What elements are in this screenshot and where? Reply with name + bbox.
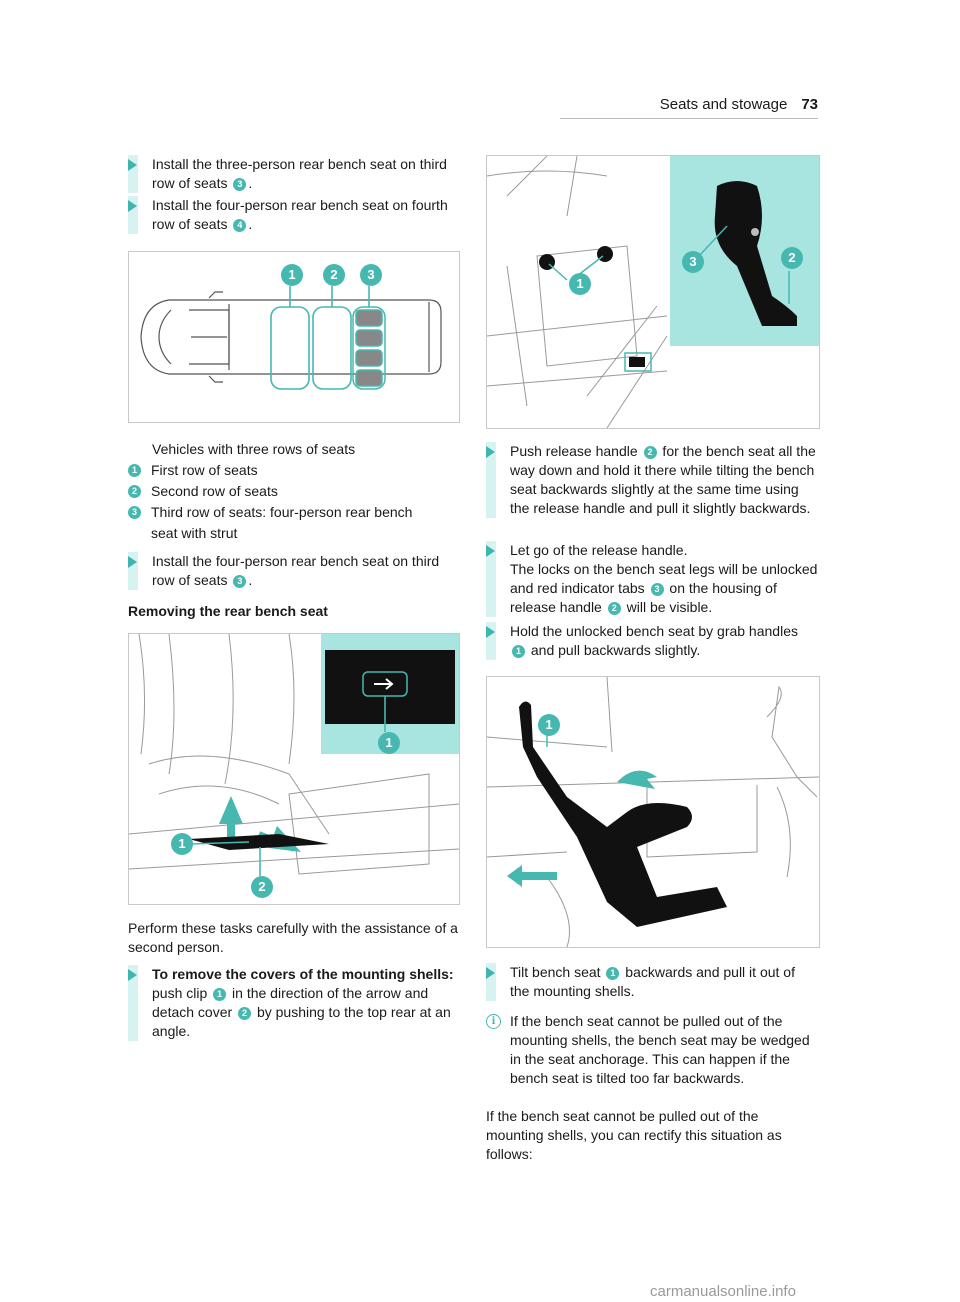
figure-callout: 2 <box>323 264 345 286</box>
figure-callout: 1 <box>569 273 591 295</box>
figure-callout: 1 <box>538 714 560 736</box>
page-number: 73 <box>801 96 818 113</box>
step-let-go: Let go of the release handle. The locks … <box>486 541 818 617</box>
step-triangle-icon <box>128 200 137 212</box>
step-text: Install the four-person rear bench seat … <box>152 197 448 232</box>
footer-watermark: carmanualsonline.info <box>650 1283 796 1300</box>
step-triangle-icon <box>486 446 495 458</box>
paragraph-final: If the bench seat cannot be pulled out o… <box>486 1108 782 1162</box>
info-note-icon: i <box>486 1014 501 1029</box>
tilt-bench-seat-illustration <box>487 677 819 947</box>
callout-badge: 3 <box>233 178 247 191</box>
figure-van-top-view: 1 2 3 <box>128 251 460 423</box>
step-hold-bench-seat: Hold the unlocked bench seat by grab han… <box>486 622 818 660</box>
step-install-three-person: Install the three-person rear bench seat… <box>128 155 458 193</box>
step-triangle-icon <box>486 545 495 557</box>
section-title: Seats and stowage <box>659 96 788 113</box>
step-triangle-icon <box>128 159 137 171</box>
callout-badge: 2 <box>238 1007 252 1020</box>
step-text: Install the three-person rear bench seat… <box>152 156 447 191</box>
figure-callout: 1 <box>171 833 193 855</box>
step-triangle-icon <box>486 626 495 638</box>
release-handle-illustration <box>487 156 819 428</box>
figure-callout: 2 <box>251 876 273 898</box>
mounting-shell-illustration <box>129 634 459 876</box>
figure-callout: 1 <box>378 732 400 754</box>
legend-caption: Vehicles with three rows of seats <box>152 441 356 457</box>
step-install-four-person: Install the four-person rear bench seat … <box>128 196 458 234</box>
callout-badge: 1 <box>213 988 227 1001</box>
paragraph-perform: Perform these tasks carefully with the a… <box>128 920 458 955</box>
van-top-view-illustration <box>140 286 442 390</box>
section-heading: Removing the rear bench seat <box>128 603 328 619</box>
note-text: If the bench seat cannot be pulled out o… <box>510 1013 810 1086</box>
figure-callout: 3 <box>360 264 382 286</box>
info-note: i If the bench seat cannot be pulled out… <box>486 1012 818 1088</box>
step-remove-covers: To remove the covers of the mounting she… <box>128 965 458 1041</box>
figure-callout: 1 <box>281 264 303 286</box>
step-triangle-icon <box>128 969 137 981</box>
figure-callout: 2 <box>781 247 803 269</box>
callout-badge: 3 <box>650 583 664 596</box>
callout-badge: 2 <box>607 602 621 615</box>
callout-badge: 1 <box>606 967 620 980</box>
callout-badge: 3 <box>233 575 247 588</box>
step-triangle-icon <box>128 556 137 568</box>
callout-badge: 1 <box>512 645 525 658</box>
figure-callout: 3 <box>682 251 704 273</box>
step-install-third-row: Install the four-person rear bench seat … <box>128 552 458 590</box>
callout-badge: 4 <box>233 219 247 232</box>
step-tilt-bench-seat: Tilt bench seat 1 backwards and pull it … <box>486 963 818 1001</box>
page-header: Seats and stowage 73 <box>560 96 818 113</box>
figure-tilt-bench-seat: 1 <box>486 676 820 948</box>
step-triangle-icon <box>486 967 495 979</box>
figure-mounting-shell-cover: 1 1 2 <box>128 633 460 905</box>
step-push-release-handle: Push release handle 2 for the bench seat… <box>486 442 818 518</box>
header-divider <box>560 118 818 119</box>
figure-release-handle: 1 3 2 <box>486 155 820 429</box>
callout-badge: 2 <box>643 446 657 459</box>
